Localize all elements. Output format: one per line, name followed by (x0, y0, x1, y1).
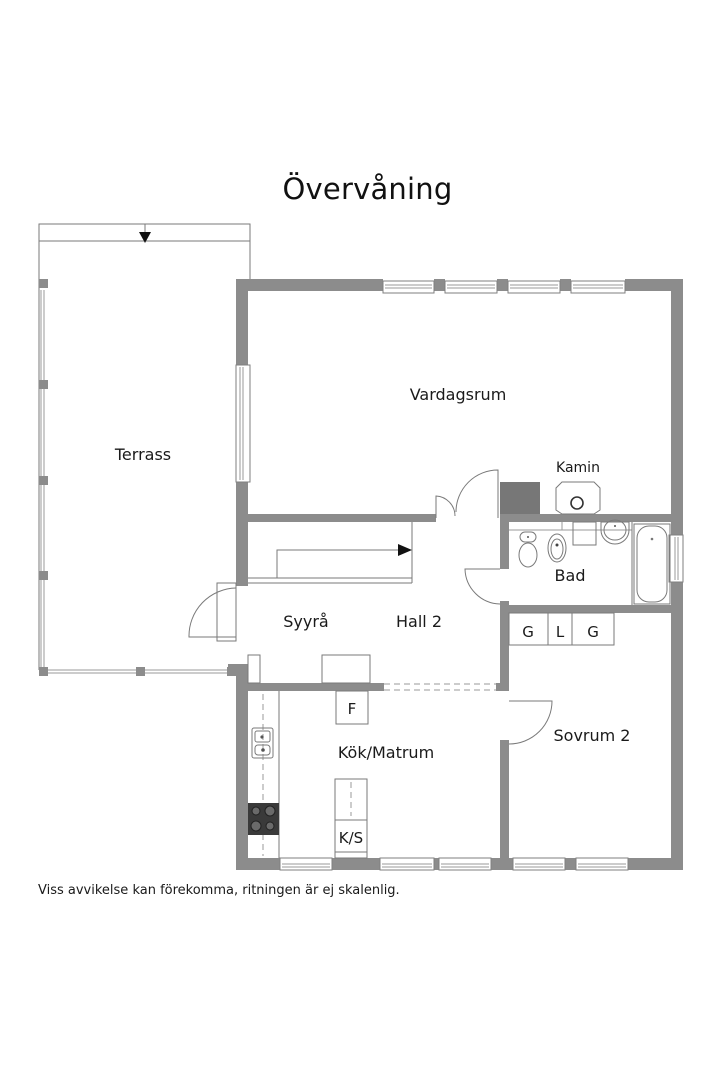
room-label-vardagsrum: Vardagsrum (410, 385, 507, 404)
kitchen-sink-icon (251, 727, 274, 759)
window (382, 280, 435, 294)
fridge (335, 690, 369, 725)
closet-label: G (587, 623, 599, 641)
room-label-terrass: Terrass (114, 445, 171, 464)
bath-cabinet (572, 521, 597, 546)
arrow-right-icon (398, 544, 412, 556)
door-frame (216, 582, 237, 642)
window (444, 280, 498, 294)
floor-title: Övervåning (282, 172, 453, 206)
toilet-icon (518, 531, 538, 568)
closet-label: L (556, 623, 565, 641)
room-label-kamin: Kamin (556, 460, 600, 476)
outer-walls (228, 279, 683, 870)
room-label-bad: Bad (555, 566, 586, 585)
room-label-syyra: Syyrå (283, 612, 328, 631)
disclaimer-text: Viss avvikelse kan förekomma, ritningen … (38, 883, 400, 898)
window (379, 857, 435, 871)
door-swing (455, 469, 499, 518)
window (279, 857, 333, 871)
chimney (500, 482, 540, 515)
door-swing (464, 568, 501, 605)
kitchen-counter: F K/S (248, 690, 369, 859)
fireplace-icon (555, 481, 601, 515)
arrow-down-icon (139, 232, 151, 243)
terrace (38, 223, 251, 676)
fridge-freezer (334, 778, 368, 859)
door-swing (435, 495, 456, 518)
window (438, 857, 492, 871)
terrace-post (136, 667, 145, 676)
windows (235, 280, 684, 871)
room-label-kok: Kök/Matrum (338, 743, 434, 762)
window (235, 364, 251, 483)
washbasin-icon (600, 519, 630, 545)
terrace-post (39, 279, 48, 288)
closets: G L G (508, 612, 615, 646)
window (668, 534, 684, 583)
cooktop-icon (248, 803, 279, 835)
doors (188, 469, 553, 745)
bathroom-fixtures (509, 519, 671, 605)
window (575, 857, 629, 871)
hall-cabinet (321, 654, 371, 684)
bathtub-icon (633, 523, 671, 605)
terrace-post (39, 571, 48, 580)
window (570, 280, 626, 294)
room-label-sovrum: Sovrum 2 (554, 726, 631, 745)
door-swing (508, 700, 553, 745)
room-label-hall: Hall 2 (396, 612, 442, 631)
fridge-label: F (348, 700, 357, 718)
window (512, 857, 566, 871)
terrace-post (39, 667, 48, 676)
window (507, 280, 561, 294)
bidet-icon (547, 533, 567, 563)
stairs (248, 522, 413, 584)
hall-cabinet (247, 654, 261, 684)
door-swing (188, 587, 237, 638)
interior-walls (248, 482, 671, 870)
closet-label: G (522, 623, 534, 641)
terrace-post (39, 380, 48, 389)
terrace-post (39, 476, 48, 485)
fridge-freezer-label: K/S (339, 829, 363, 847)
